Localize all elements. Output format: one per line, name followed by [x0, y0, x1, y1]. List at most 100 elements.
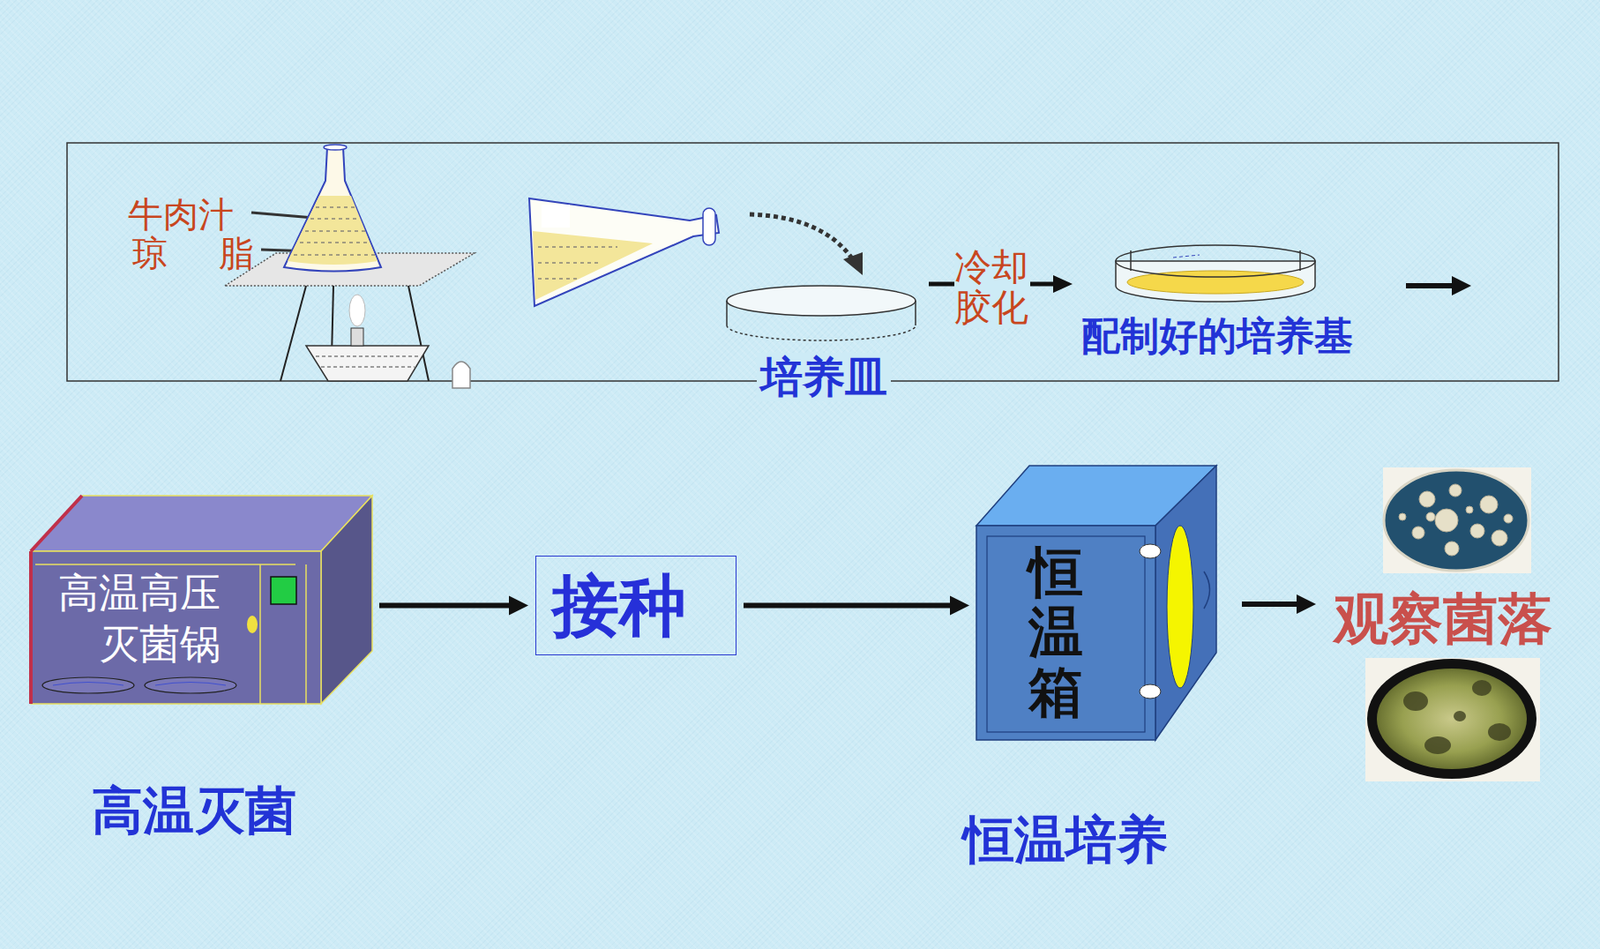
incubator-label: 恒温箱	[1028, 542, 1084, 724]
alcohol-lamp	[315, 356, 420, 367]
preparation-frame	[67, 142, 1559, 382]
process-box: 接种	[535, 555, 737, 656]
erlenmeyer-flask	[323, 144, 347, 150]
prepared-petri-dish	[1173, 254, 1200, 258]
mold-colony-dish	[1472, 680, 1492, 696]
pouring-flask	[532, 231, 653, 300]
incubator-drawing	[1166, 525, 1194, 688]
prepared-petri-dish	[1115, 261, 1316, 302]
incubator-drawing	[976, 525, 1156, 741]
dotted-arrow	[749, 214, 863, 276]
result-arrow	[1241, 601, 1299, 607]
dotted-arrow	[843, 252, 863, 276]
autoclave-drawing	[259, 564, 262, 704]
pouring-flask	[529, 198, 719, 307]
autoclave-drawing	[35, 563, 296, 566]
bacterial-colony-dish	[1491, 530, 1508, 546]
autoclave-drawing	[42, 677, 135, 694]
bacterial-colony-dish	[1383, 470, 1529, 571]
empty-petri-dish	[726, 325, 916, 341]
pouring-flask	[538, 278, 578, 280]
empty-petri-dish	[726, 285, 916, 341]
flow-arrow	[1451, 276, 1472, 296]
bacterial-colony-dish	[1398, 513, 1406, 521]
autoclave-drawing	[52, 682, 226, 687]
cooling-arrow	[1053, 275, 1073, 293]
autoclave-box: 高温高压 灭菌锅高温灭菌	[30, 495, 373, 704]
tripod	[280, 285, 429, 382]
pouring-flask	[538, 246, 618, 248]
erlenmeyer-flask	[299, 242, 371, 244]
autoclave-drawing	[321, 495, 373, 704]
medium-label: 配制好的培养基	[1081, 314, 1354, 359]
alcohol-lamp	[321, 366, 415, 368]
erlenmeyer-flask	[293, 254, 376, 256]
autoclave-drawing	[29, 551, 33, 704]
bacterial-colony-dish	[1503, 514, 1513, 524]
autoclave-drawing	[30, 551, 322, 704]
pouring-flask	[702, 208, 716, 246]
alcohol-lamp	[306, 294, 471, 389]
mold-colony-dish	[1365, 657, 1541, 782]
mold-colony-dish	[1365, 657, 1541, 782]
autoclave-drawing	[144, 677, 237, 694]
arrow-shaft	[743, 603, 952, 609]
bacterial-colony-dish	[1419, 491, 1436, 508]
mold-colony-dish	[1453, 710, 1466, 722]
mold-colony-dish	[1367, 658, 1537, 779]
incubator-drawing	[976, 465, 1217, 741]
autoclave-drawing	[270, 576, 297, 605]
ingredient-label: 牛肉汁	[127, 194, 234, 235]
incubator-drawing	[1139, 684, 1161, 699]
result-arrow	[1241, 594, 1316, 614]
bacterial-colony-dish	[1449, 484, 1462, 497]
bacterial-colony-dish	[1412, 526, 1425, 539]
bacterial-colony-dish	[1444, 541, 1459, 556]
flow-arrow	[1405, 283, 1454, 289]
bacterial-colony-dish	[1435, 508, 1458, 532]
flow-arrow	[1405, 276, 1472, 296]
preparation-frame	[67, 142, 1559, 382]
incubator-drawing	[1139, 544, 1161, 559]
erlenmeyer-flask	[284, 144, 382, 272]
incubator-drawing	[986, 536, 1145, 733]
arrowhead	[949, 596, 970, 616]
tripod	[280, 285, 307, 382]
alcohol-lamp	[306, 345, 429, 382]
autoclave-drawing	[30, 495, 83, 552]
erlenmeyer-flask	[287, 195, 378, 265]
pouring-flask	[538, 262, 600, 264]
prepared-petri-dish	[1130, 250, 1301, 271]
erlenmeyer-flask	[293, 207, 376, 255]
step-heading: 高温灭菌	[91, 783, 297, 840]
prepared-petri-dish	[1115, 245, 1316, 302]
incubator-drawing	[1155, 465, 1217, 741]
empty-petri-dish	[726, 285, 916, 316]
ingredient-label: 琼 脂	[132, 232, 255, 274]
pouring-flask	[529, 198, 719, 307]
erlenmeyer-flask	[284, 147, 382, 272]
bacterial-colony-dish	[1426, 512, 1436, 522]
step-heading: 恒温培养	[963, 812, 1168, 869]
pouring-flask	[541, 204, 570, 228]
autoclave-drawing	[30, 495, 373, 552]
bacterial-colony-dish	[1480, 495, 1498, 514]
mold-colony-dish	[1424, 736, 1451, 755]
step-note: 冷却 胶化	[954, 246, 1031, 329]
result-label: 观察菌落	[1333, 589, 1553, 650]
mold-colony-dish	[1376, 668, 1527, 770]
arrowhead	[508, 596, 529, 616]
autoclave-drawing	[30, 495, 373, 704]
empty-petri-dish	[914, 300, 917, 326]
erlenmeyer-flask	[315, 207, 355, 209]
mold-colony-dish	[1403, 691, 1429, 711]
alcohol-lamp	[351, 328, 364, 346]
erlenmeyer-flask	[305, 231, 366, 232]
process-label: 接种	[552, 572, 687, 640]
incubator-box: 恒温箱恒温培养	[976, 465, 1217, 741]
autoclave-drawing	[305, 564, 307, 704]
alcohol-lamp	[349, 294, 366, 327]
flow-arrow	[743, 596, 970, 616]
bacterial-colony-dish	[1398, 484, 1513, 556]
